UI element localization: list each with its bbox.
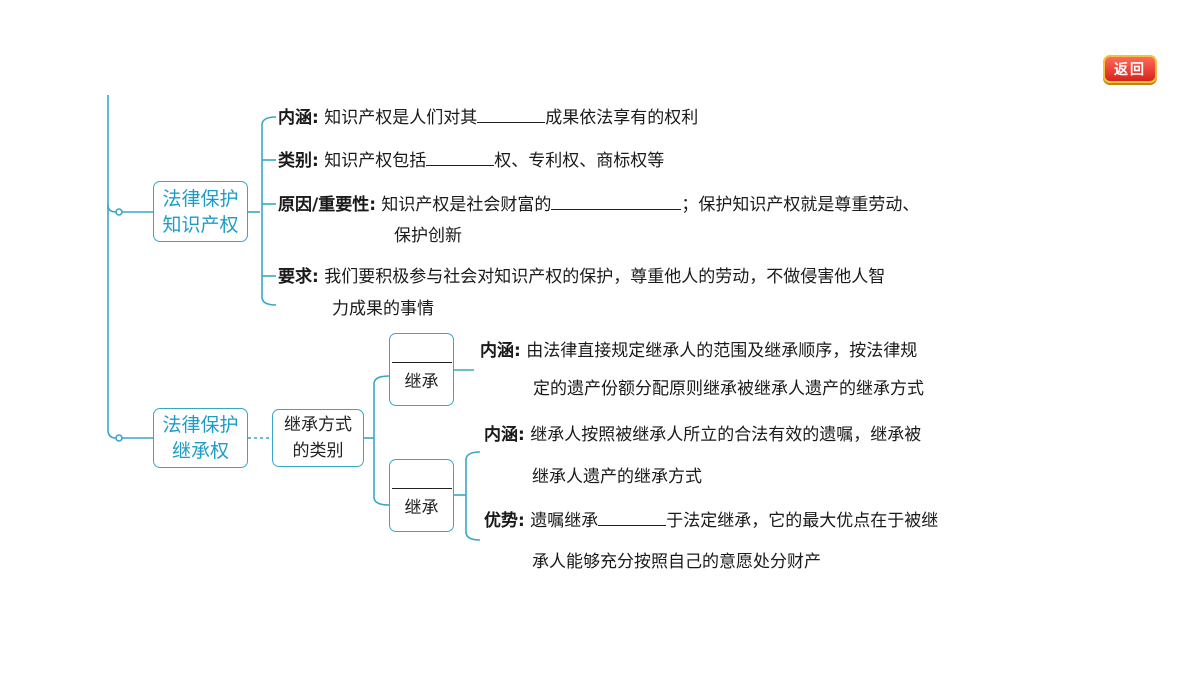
will-advantage-before: 遗嘱继承	[530, 511, 599, 531]
will-meaning-line2: 继承人遗产的继承方式	[532, 467, 702, 487]
node-legal-inheritance: 继承	[389, 333, 454, 406]
ip-meaning: 内涵: 知识产权是人们对其 成果依法享有的权利	[278, 106, 698, 129]
will-advantage-blank	[598, 509, 667, 526]
ip-category: 类别: 知识产权包括 权、专利权、商标权等	[278, 149, 664, 172]
node-ip-protection: 法律保护 知识产权	[153, 181, 248, 242]
legal-meaning: 内涵: 由法律直接规定继承人的范围及继承顺序，按法律规	[480, 340, 917, 362]
ip-category-after: 权、专利权、商标权等	[494, 151, 665, 171]
node-ip-protection-line1: 法律保护	[162, 187, 239, 210]
ip-requirement-label: 要求:	[278, 267, 319, 287]
legal-meaning-line1: 由法律直接规定继承人的范围及继承顺序，按法律规	[526, 341, 918, 361]
ip-meaning-blank	[477, 106, 546, 123]
will-meaning-label: 内涵:	[484, 425, 525, 445]
will-advantage-line2: 承人能够充分按照自己的意愿处分财产	[532, 552, 821, 572]
ip-reason-before: 知识产权是社会财富的	[381, 195, 552, 215]
ip-reason-blank	[551, 193, 682, 210]
ip-requirement-line1: 我们要积极参与社会对知识产权的保护，尊重他人的劳动，不做侵害他人智	[324, 267, 886, 287]
ip-reason: 原因/重要性: 知识产权是社会财富的 ；保护知识产权就是尊重劳动、	[278, 193, 919, 216]
ip-requirement: 要求: 我们要积极参与社会对知识产权的保护，尊重他人的劳动，不做侵害他人智	[278, 266, 885, 288]
node-inheritance-types-line1: 继承方式	[284, 415, 352, 435]
ip-category-blank	[426, 149, 495, 166]
will-advantage-after: 于法定继承，它的最大优点在于被继	[666, 511, 939, 531]
ip-reason-label: 原因/重要性:	[278, 195, 377, 215]
node-will-inheritance: 继承	[389, 459, 454, 532]
ip-requirement-line2: 力成果的事情	[332, 299, 434, 319]
ip-category-before: 知识产权包括	[324, 151, 427, 171]
node-inheritance-protection: 法律保护 继承权	[153, 408, 248, 468]
will-advantage-label: 优势:	[484, 511, 525, 531]
legal-inheritance-blank	[391, 334, 452, 363]
node-inheritance-protection-line2: 继承权	[171, 440, 229, 462]
legal-inheritance-suffix: 继承	[404, 372, 439, 392]
ip-meaning-before: 知识产权是人们对其	[324, 108, 478, 128]
ip-meaning-after: 成果依法享有的权利	[545, 108, 699, 128]
node-inheritance-protection-line1: 法律保护	[162, 414, 239, 436]
legal-meaning-line2: 定的遗产份额分配原则继承被继承人遗产的继承方式	[533, 379, 924, 399]
return-button[interactable]: 返回	[1103, 55, 1157, 83]
node-inheritance-types-line2: 的类别	[292, 441, 344, 461]
will-meaning: 内涵: 继承人按照被继承人所立的合法有效的遗嘱，继承被	[484, 424, 921, 446]
node-ip-protection-line2: 知识产权	[162, 213, 239, 236]
ip-meaning-label: 内涵:	[278, 108, 319, 128]
ip-category-label: 类别:	[278, 151, 319, 171]
legal-meaning-label: 内涵:	[480, 341, 521, 361]
will-meaning-line1: 继承人按照被继承人所立的合法有效的遗嘱，继承被	[530, 425, 922, 445]
will-inheritance-suffix: 继承	[404, 498, 439, 518]
node-inheritance-types: 继承方式 的类别	[272, 409, 364, 467]
will-inheritance-blank	[391, 460, 452, 489]
ip-reason-after: ；保护知识产权就是尊重劳动、	[681, 195, 920, 215]
will-advantage: 优势: 遗嘱继承 于法定继承，它的最大优点在于被继	[484, 509, 938, 532]
ip-reason-line2: 保护创新	[394, 226, 462, 246]
